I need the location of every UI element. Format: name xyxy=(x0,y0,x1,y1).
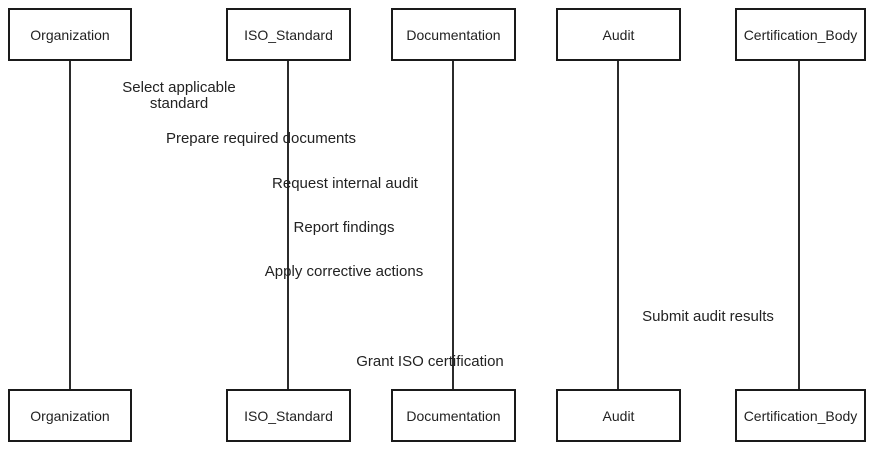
lifeline-documentation xyxy=(452,61,454,389)
actor-label: Audit xyxy=(602,26,635,43)
lifeline-iso-standard xyxy=(287,61,289,389)
message-label-apply-corrective-actions: Apply corrective actions xyxy=(264,263,424,280)
actor-label: Organization xyxy=(30,407,110,424)
actor-top-documentation: Documentation xyxy=(391,8,516,61)
actor-top-audit: Audit xyxy=(556,8,681,61)
actor-label: Documentation xyxy=(406,407,501,424)
lifeline-organization xyxy=(69,61,71,389)
lifeline-certification-body xyxy=(798,61,800,389)
actor-label: ISO_Standard xyxy=(244,407,333,424)
actor-bottom-organization: Organization xyxy=(8,389,132,442)
message-label-report-findings: Report findings xyxy=(293,219,395,236)
message-label-grant-iso-certification: Grant ISO certification xyxy=(356,353,504,370)
actor-label: ISO_Standard xyxy=(244,26,333,43)
actor-label: Certification_Body xyxy=(743,407,858,424)
message-label-request-internal-audit: Request internal audit xyxy=(272,175,418,192)
actor-bottom-iso-standard: ISO_Standard xyxy=(226,389,351,442)
actor-bottom-documentation: Documentation xyxy=(391,389,516,442)
actor-bottom-audit: Audit xyxy=(556,389,681,442)
actor-label: Certification_Body xyxy=(743,26,858,43)
actor-top-iso-standard: ISO_Standard xyxy=(226,8,351,61)
message-label-select-applicable-standard: Select applicable standard xyxy=(122,79,236,112)
message-label-submit-audit-results: Submit audit results xyxy=(642,308,774,325)
actor-label: Documentation xyxy=(406,26,501,43)
actor-top-certification-body: Certification_Body xyxy=(735,8,866,61)
actor-top-organization: Organization xyxy=(8,8,132,61)
actor-label: Organization xyxy=(30,26,110,43)
lifeline-audit xyxy=(617,61,619,389)
actor-label: Audit xyxy=(602,407,635,424)
message-label-prepare-required-documents: Prepare required documents xyxy=(165,130,357,147)
actor-bottom-certification-body: Certification_Body xyxy=(735,389,866,442)
